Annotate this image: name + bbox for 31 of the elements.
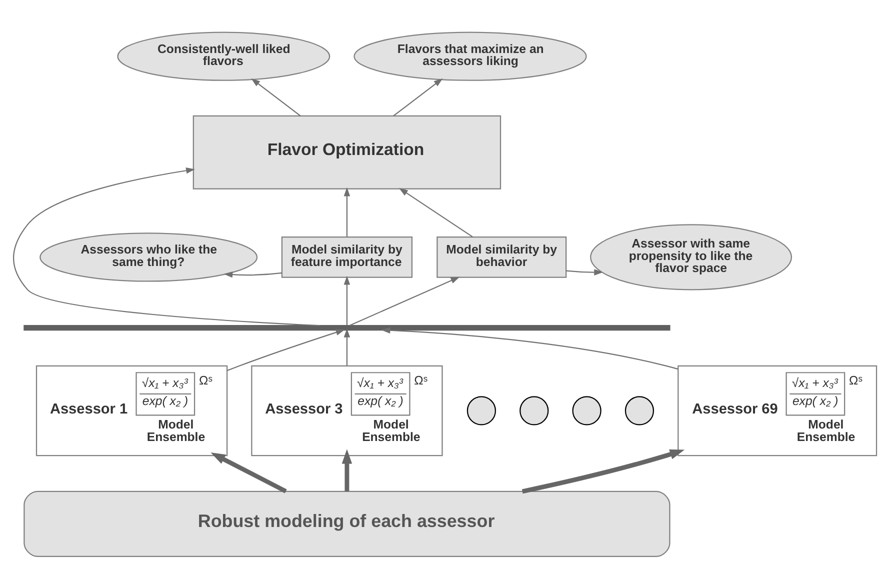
node-circle bbox=[572, 396, 601, 425]
arrow bbox=[341, 448, 352, 491]
node-box: Model similarity by feature importance bbox=[280, 236, 412, 278]
node-circle bbox=[624, 396, 654, 425]
arrow bbox=[12, 166, 320, 326]
node-box: Robust modeling of each assessor bbox=[23, 490, 670, 556]
arrow bbox=[521, 448, 684, 494]
arrow bbox=[343, 186, 350, 236]
node-bar bbox=[23, 324, 670, 330]
node-ellipse: Flavors that maximize an assessors liking bbox=[353, 31, 586, 80]
node-box: Assessor 3 √x₁ + x₃³ exp( x₂ ) Ωˢ Model Ensemble bbox=[250, 364, 442, 456]
node-ellipse: Assessors who like the same thing? bbox=[39, 232, 258, 282]
arrow bbox=[250, 78, 300, 116]
arrow bbox=[226, 328, 344, 371]
node-box: Assessor 1 √x₁ + x₃³ exp( x₂ ) Ωˢ Model Ensemble bbox=[35, 364, 228, 456]
arrow bbox=[343, 275, 350, 325]
node-ellipse: Assessor with same propensity to like the flavor space bbox=[590, 224, 792, 290]
node-box: Assessor 69 √x₁ + x₃³ exp( x₂ ) Ωˢ Model Ensemble bbox=[677, 364, 877, 456]
arrow bbox=[398, 187, 472, 237]
node-box: Flavor Optimization bbox=[192, 114, 501, 189]
node-circle bbox=[519, 396, 548, 425]
node-box: Model similarity by behavior bbox=[436, 236, 566, 278]
arrow bbox=[392, 78, 442, 116]
arrow bbox=[566, 268, 603, 275]
arrow bbox=[343, 328, 350, 365]
node-ellipse: Consistently-well liked flavors bbox=[116, 31, 330, 80]
arrow bbox=[210, 452, 286, 493]
node-circle bbox=[466, 396, 496, 425]
arrow bbox=[348, 276, 460, 326]
arrow bbox=[223, 270, 282, 278]
arrow bbox=[380, 326, 678, 370]
